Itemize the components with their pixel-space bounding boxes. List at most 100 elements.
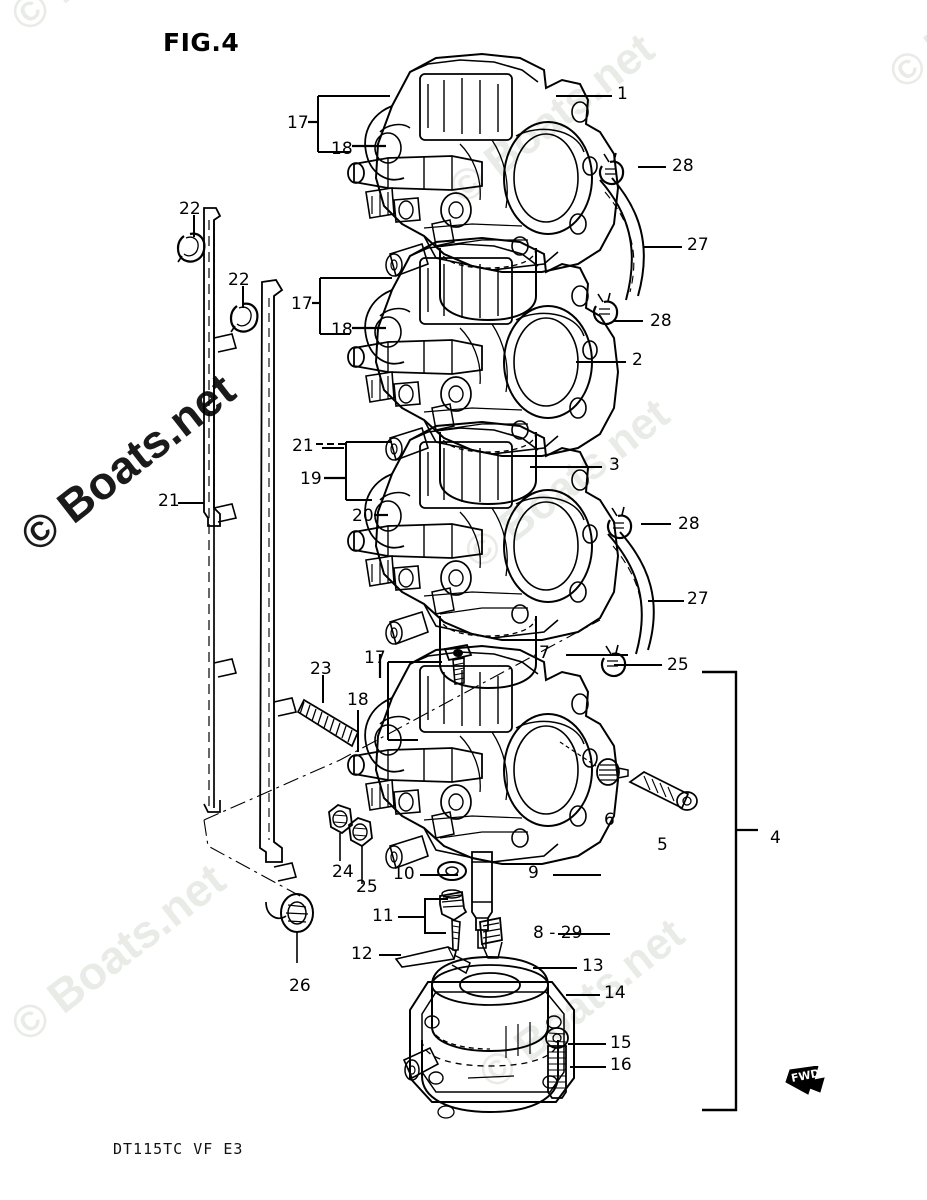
leader-27b (648, 600, 684, 602)
fwd-direction-marker: FWD (784, 1065, 836, 1096)
part-22-clip-b (231, 304, 257, 332)
leader-21b (322, 447, 344, 449)
part-6-jet (597, 759, 628, 785)
part-21-rod-left (203, 207, 236, 812)
part-11-seat (440, 890, 466, 920)
callout-28: 28 (678, 514, 700, 534)
callout-18: 18 (331, 320, 353, 340)
leader-22a (193, 215, 195, 237)
part-10-washer (438, 862, 466, 880)
callout-25: 25 (667, 655, 689, 675)
callout-17: 17 (364, 648, 386, 668)
leader-12 (379, 954, 401, 956)
callout-21: 21 (292, 436, 314, 456)
leader-11-bot (424, 932, 446, 934)
callout-22: 22 (228, 270, 250, 290)
callout-2: 2 (632, 350, 643, 370)
callout-20: 20 (352, 506, 374, 526)
leader-21a (178, 502, 204, 504)
callout-13: 13 (582, 956, 604, 976)
leader-7 (566, 654, 628, 656)
assembly-guide-upper (204, 620, 600, 820)
callout-15: 15 (610, 1033, 632, 1053)
carburetor-body-3 (347, 421, 619, 645)
callout-1: 1 (617, 84, 628, 104)
part-11-float-needle (452, 920, 460, 950)
leader-11-top (424, 898, 448, 900)
leader-13 (533, 967, 577, 969)
bracket-4 (702, 672, 736, 1110)
callout-26: 26 (289, 976, 311, 996)
leader-22b (242, 286, 244, 308)
callout-6: 6 (604, 810, 615, 830)
part-25-clamp-lower (600, 643, 627, 678)
leader-3 (530, 466, 602, 468)
leader-2 (576, 361, 626, 363)
fwd-label: FWD (790, 1067, 821, 1085)
leader-6-dash (560, 742, 596, 766)
carburetor-body-2 (347, 237, 619, 461)
page-title: FIG.4 (163, 28, 240, 57)
leader-25b (614, 664, 662, 666)
callout-18: 18 (347, 690, 369, 710)
callout-25: 25 (356, 877, 378, 897)
leader-23 (322, 675, 324, 703)
callout-5: 5 (657, 835, 668, 855)
part-7-plug (445, 645, 471, 684)
part-26-grommet (281, 894, 313, 963)
leader-11 (398, 916, 424, 918)
part-22-clip-a (178, 234, 204, 262)
callout-28: 28 (650, 311, 672, 331)
callout-23: 23 (310, 659, 332, 679)
part-21-rod-right (260, 280, 296, 918)
leader-9 (553, 874, 601, 876)
part-5-screw (630, 772, 697, 810)
part-14-gasket (410, 982, 574, 1102)
leader-15 (568, 1043, 606, 1045)
part-27-hose-lower (608, 532, 654, 654)
callout-7: 7 (539, 643, 550, 663)
leader-27a (644, 246, 682, 248)
leader-11-v (424, 898, 426, 934)
float-chamber-bowl (404, 1040, 558, 1118)
callout-27: 27 (687, 235, 709, 255)
leader-14 (566, 994, 600, 996)
callout-3: 3 (609, 455, 620, 475)
leader-28a (638, 166, 666, 168)
part-28-clamp-a (598, 151, 625, 186)
callout-12: 12 (351, 944, 373, 964)
part-8-29-pivot (480, 918, 502, 958)
callout-21: 21 (158, 491, 180, 511)
callout-9: 9 (528, 863, 539, 883)
callout-10: 10 (393, 864, 415, 884)
carburetor-body-1 (347, 53, 619, 277)
callout-4: 4 (770, 828, 781, 848)
callout-28: 28 (672, 156, 694, 176)
part-25-nut (349, 818, 372, 884)
model-code-label: DT115TC VF E3 (113, 1140, 244, 1158)
leader-28c (641, 523, 671, 525)
part-15-washer (546, 1028, 568, 1048)
part-16-bolt (548, 1046, 566, 1098)
callout-19: 19 (300, 469, 322, 489)
callout-17: 17 (291, 294, 313, 314)
part-9-needle (472, 852, 492, 948)
callout-16: 16 (610, 1055, 632, 1075)
part-28-clamp-c (606, 505, 633, 540)
callout-24: 24 (332, 862, 354, 882)
callout-11: 11 (372, 906, 394, 926)
leader-28b (613, 320, 643, 322)
part-24-nut (329, 805, 352, 861)
leader-10 (420, 874, 458, 876)
part-13-float (432, 957, 548, 1051)
callout-8-29: 8 - 29 (533, 923, 583, 943)
callout-18: 18 (331, 139, 353, 159)
callout-27: 27 (687, 589, 709, 609)
callout-14: 14 (604, 983, 626, 1003)
leader-8 (558, 933, 610, 935)
callout-22: 22 (179, 199, 201, 219)
callout-17: 17 (287, 113, 309, 133)
part-27-hose-upper (600, 178, 644, 300)
